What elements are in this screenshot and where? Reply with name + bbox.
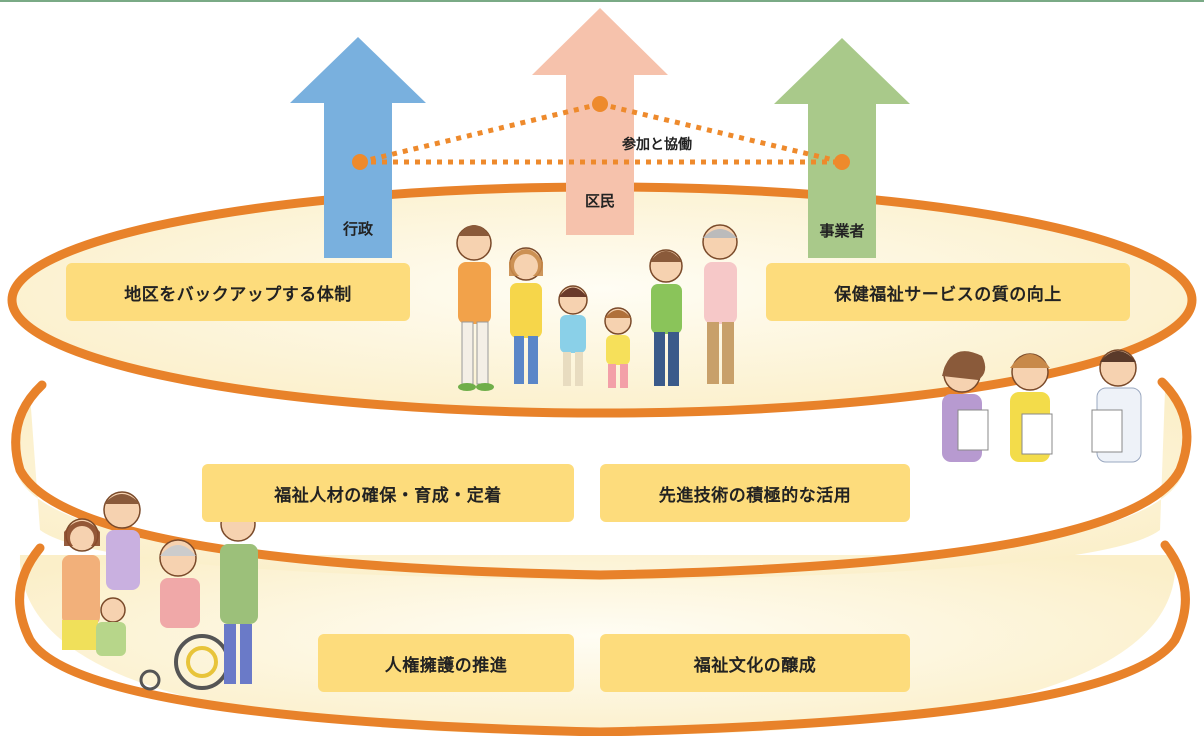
tier-middle-disc [11,377,1192,580]
wheelchair-care-family-illustration [62,491,258,691]
arrow-gyosei [290,37,426,258]
arrow-label-kumin: 区民 [584,192,615,210]
top-left-box: 地区をバックアップする体制 [66,263,410,321]
bottom-right-box: 福祉文化の醸成 [600,634,910,692]
arrow-label-jigyosha: 事業者 [819,222,865,240]
top-border-line [0,0,1204,2]
collaboration-links [352,96,850,170]
care-staff-group-illustration [942,349,1142,463]
top-right-box: 保健福祉サービスの質の向上 [766,263,1130,321]
arrow-jigyosha [774,38,910,258]
bottom-left-box: 人権擁護の推進 [318,634,574,692]
collaboration-label: 参加と協働 [622,137,692,153]
middle-left-box: 福祉人材の確保・育成・定着 [202,464,574,522]
arrow-kumin [532,8,668,235]
middle-right-box: 先進技術の積極的な活用 [600,464,910,522]
family-group-illustration [456,224,738,391]
arrow-label-gyosei: 行政 [342,220,373,238]
